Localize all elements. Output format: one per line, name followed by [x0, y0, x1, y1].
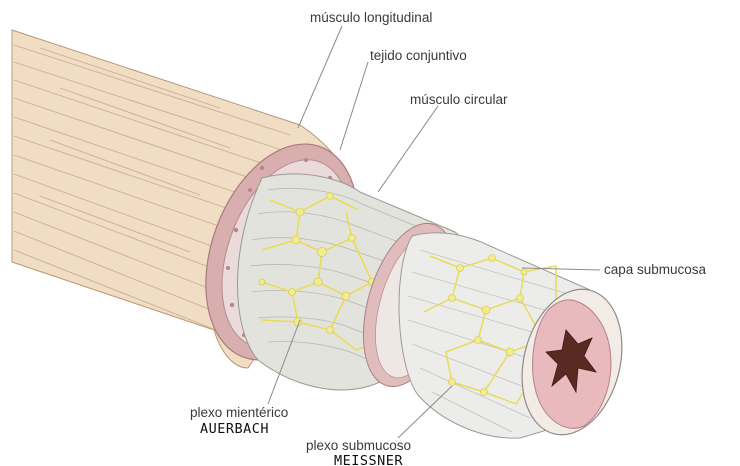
label-meissner: MEISSNER — [334, 453, 403, 466]
label-submucous-plexus: plexo submucoso — [306, 438, 411, 453]
label-myenteric-plexus: plexo mientérico — [190, 405, 288, 420]
label-connective-tissue: tejido conjuntivo — [370, 48, 467, 63]
label-longitudinal-muscle: músculo longitudinal — [310, 10, 432, 25]
label-submucosa: capa submucosa — [604, 262, 707, 277]
label-auerbach: AUERBACH — [200, 421, 269, 437]
label-circular-muscle: músculo circular — [410, 92, 508, 107]
